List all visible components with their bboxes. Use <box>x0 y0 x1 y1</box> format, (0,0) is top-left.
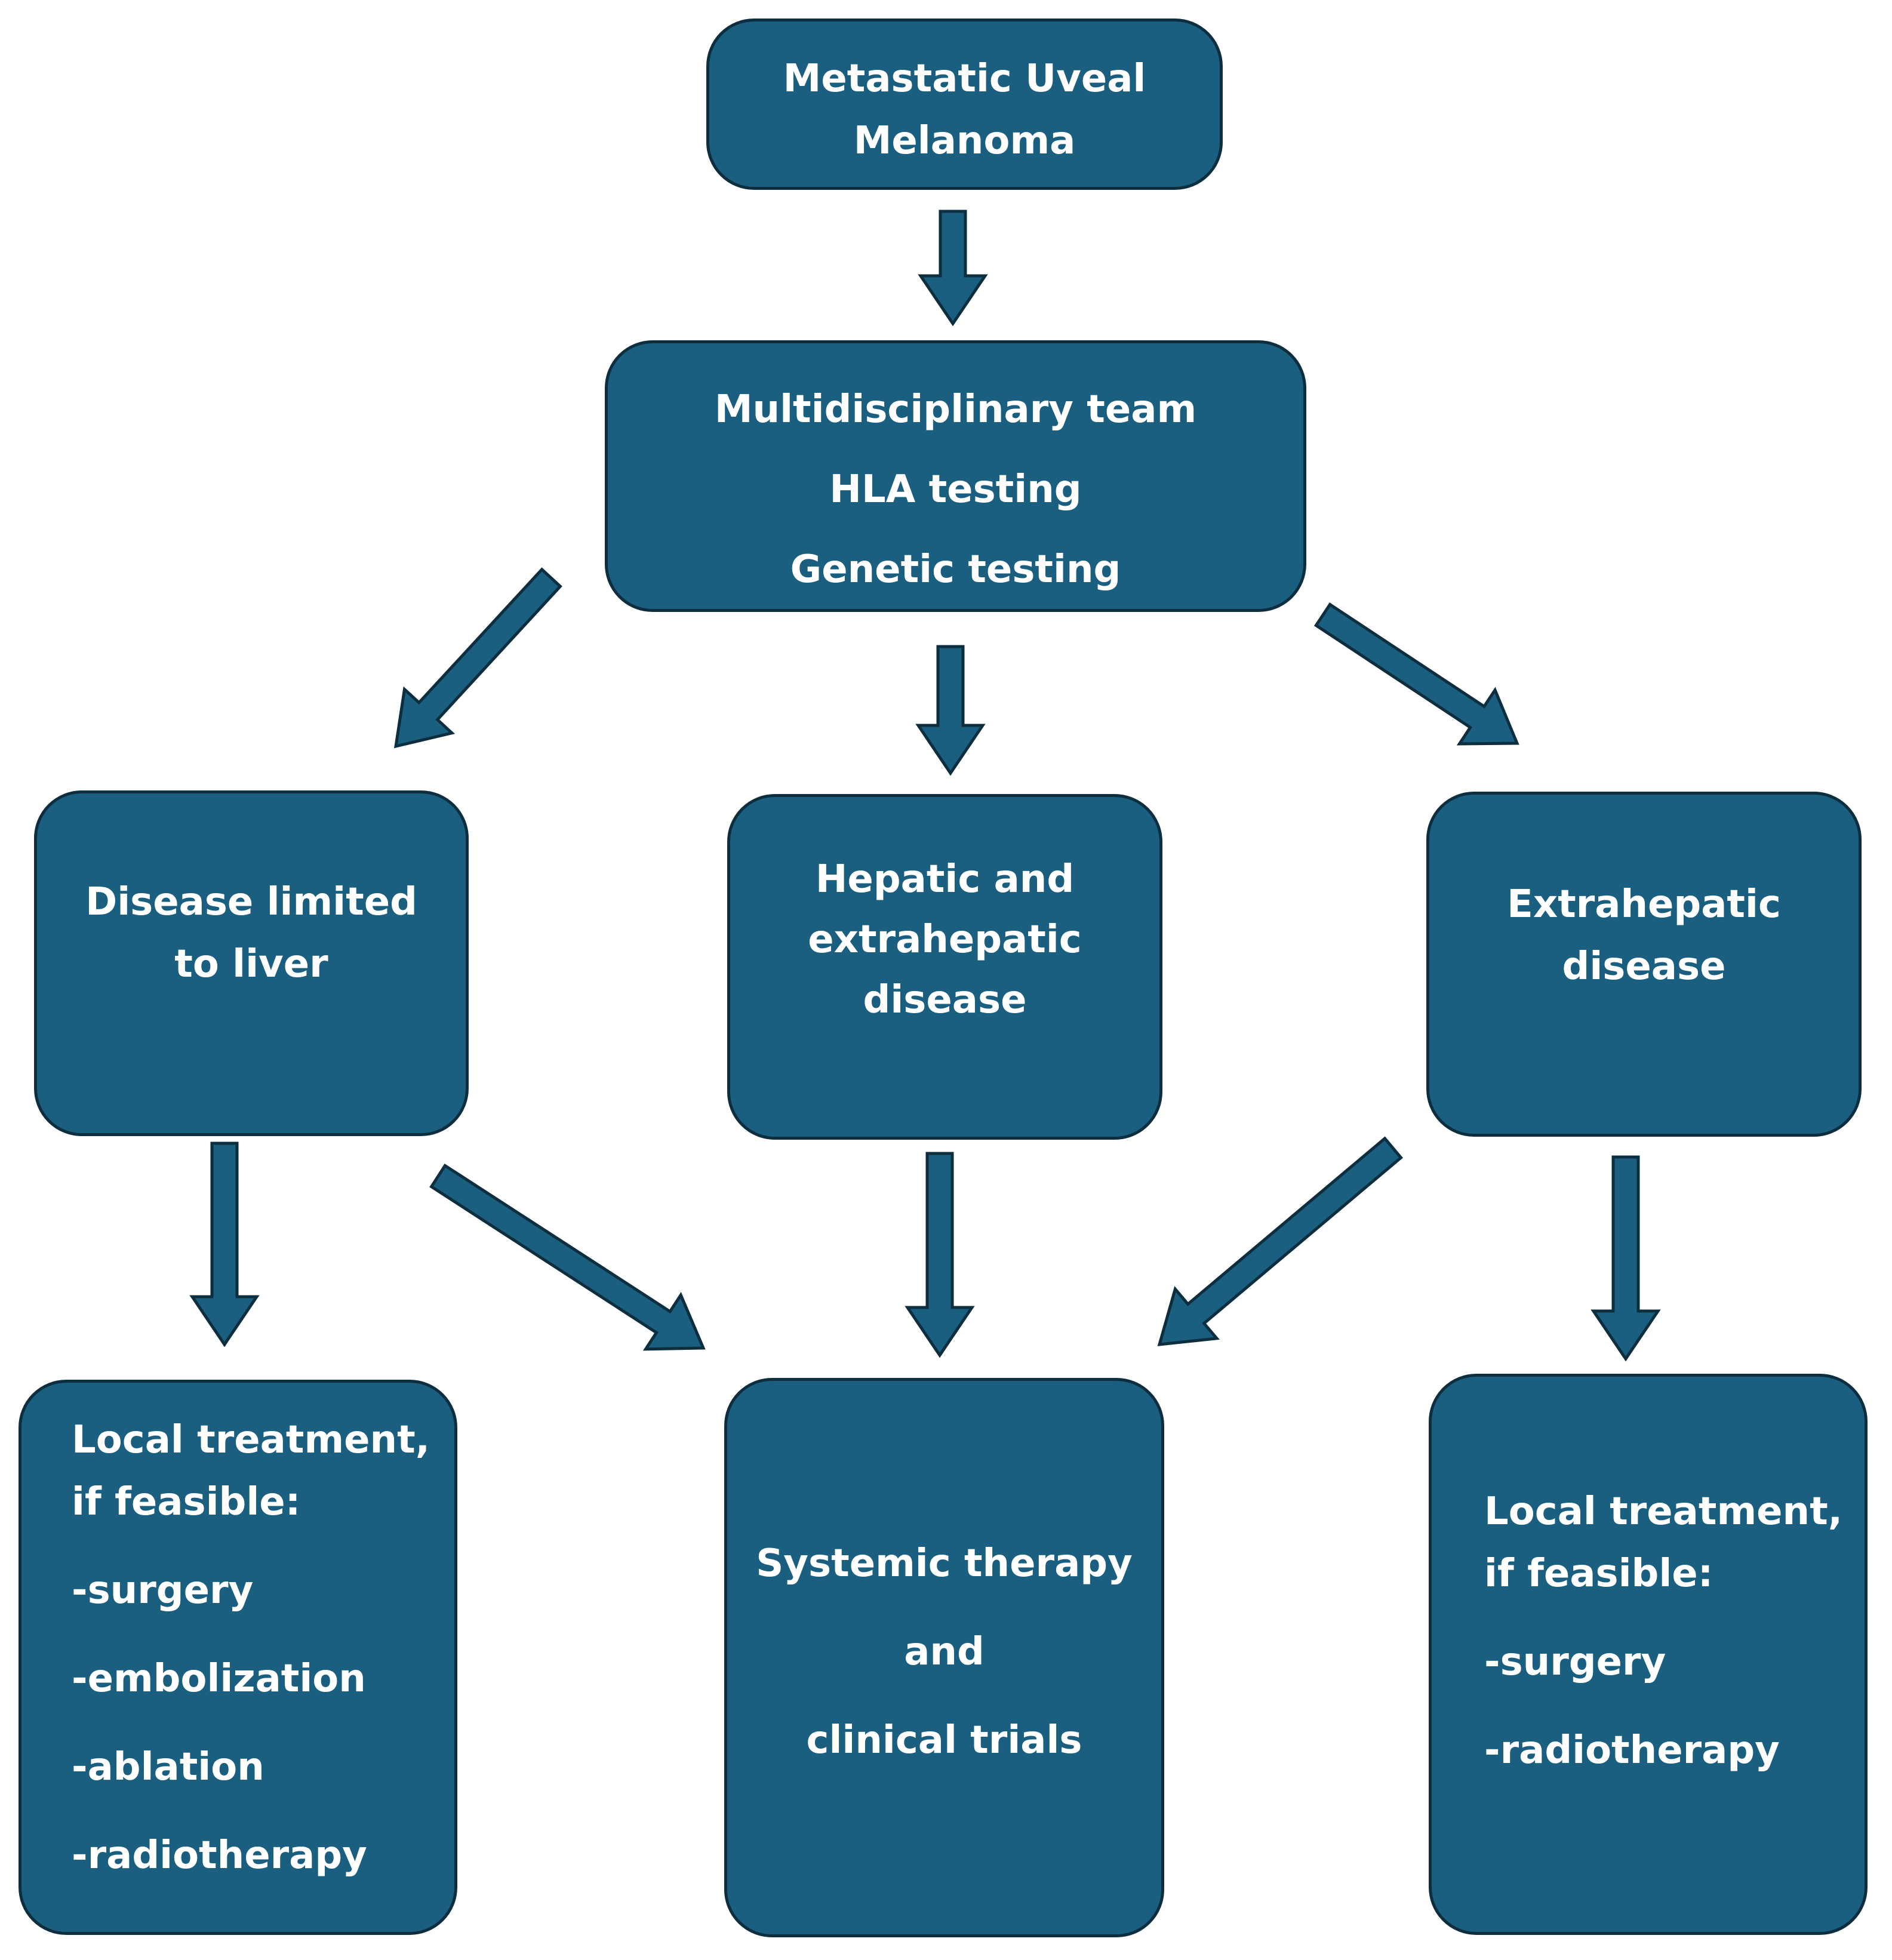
arrow-extrahepatic-to-local-right <box>1590 1155 1661 1362</box>
node-text: Hepatic and <box>815 857 1075 901</box>
node-extrahepatic-disease: Extrahepatic disease <box>1426 792 1862 1137</box>
node-text: disease <box>863 978 1027 1022</box>
node-text: -radiotherapy <box>72 1833 367 1878</box>
node-text: -embolization <box>72 1657 366 1701</box>
node-disease-limited-to-liver: Disease limited to liver <box>34 790 469 1136</box>
arrow-hepatic-extra-to-systemic <box>905 1152 975 1358</box>
node-text: Systemic therapy <box>756 1541 1133 1586</box>
node-text: if feasible: <box>1484 1552 1713 1596</box>
node-text: -surgery <box>1484 1640 1666 1684</box>
node-text: to liver <box>174 942 328 986</box>
node-text: -ablation <box>72 1745 264 1789</box>
node-local-treatment-right: Local treatment, if feasible: -surgery -… <box>1429 1374 1868 1935</box>
node-text: clinical trials <box>806 1718 1082 1762</box>
node-text: and <box>904 1630 985 1674</box>
arrow-liver-to-systemic <box>429 1163 706 1351</box>
arrow-root-to-team <box>918 210 988 327</box>
node-multidisciplinary-team: Multidisciplinary team HLA testing Genet… <box>605 340 1306 612</box>
arrow-team-to-extrahepatic <box>1313 602 1519 746</box>
node-text: Melanoma <box>853 119 1076 163</box>
arrow-team-to-hepatic-extra <box>915 645 986 776</box>
node-text: HLA testing <box>829 467 1082 512</box>
node-text: Genetic testing <box>790 547 1121 592</box>
arrow-team-to-liver <box>393 567 562 749</box>
node-hepatic-and-extrahepatic-disease: Hepatic and extrahepatic disease <box>727 794 1162 1140</box>
node-text: Local treatment, <box>72 1418 430 1462</box>
arrow-liver-to-local-left <box>189 1141 260 1347</box>
node-text: Multidisciplinary team <box>714 387 1197 432</box>
node-text: Disease limited <box>85 880 417 924</box>
arrow-extrahepatic-to-systemic <box>1157 1136 1404 1346</box>
node-local-treatment-left: Local treatment, if feasible: -surgery -… <box>19 1380 457 1935</box>
node-text: Local treatment, <box>1484 1490 1842 1534</box>
node-text: -radiotherapy <box>1484 1728 1780 1773</box>
node-systemic-therapy: Systemic therapy and clinical trials <box>724 1378 1164 1937</box>
node-metastatic-uveal-melanoma: Metastatic Uveal Melanoma <box>706 19 1223 190</box>
node-text: -surgery <box>72 1568 254 1613</box>
node-text: disease <box>1562 944 1726 989</box>
node-text: Extrahepatic <box>1507 882 1781 927</box>
node-text: Metastatic Uveal <box>783 57 1146 101</box>
node-text: if feasible: <box>72 1480 301 1524</box>
node-text: extrahepatic <box>808 918 1082 962</box>
